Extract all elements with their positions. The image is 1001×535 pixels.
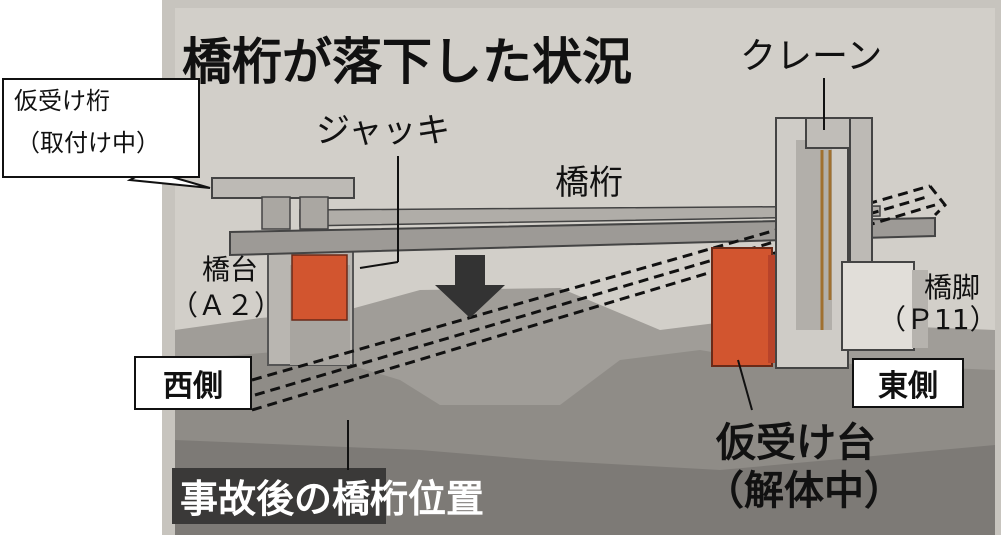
temp-support-label: 仮受け台 bbox=[716, 420, 876, 466]
girder-top-face bbox=[229, 216, 936, 257]
abutment-label: 橋台 bbox=[202, 253, 259, 286]
temp-girder bbox=[211, 177, 355, 199]
west-label: 西側 bbox=[163, 369, 223, 404]
pier-label: 橋脚 bbox=[924, 271, 981, 304]
temp-girder-post-1 bbox=[261, 196, 291, 230]
crane-opening bbox=[796, 140, 832, 330]
jack-leader-line-2 bbox=[359, 261, 399, 269]
crane-label: クレーン bbox=[740, 36, 883, 77]
after-accident-label: 事故後の橋桁位置 bbox=[180, 477, 485, 521]
abutment-id-label: （Ａ２） bbox=[170, 289, 283, 322]
temp-support-state-label: （解体中） bbox=[704, 468, 904, 514]
girder-label: 橋桁 bbox=[555, 163, 623, 203]
jack-block-orange bbox=[291, 254, 348, 321]
pier-id-label: （Ｐ11） bbox=[878, 303, 998, 336]
temp-support-block bbox=[711, 247, 773, 367]
callout-box: 仮受け桁 （取付け中） bbox=[2, 78, 200, 178]
callout-line-1: 仮受け桁 bbox=[14, 87, 110, 115]
pier-side bbox=[912, 270, 928, 348]
east-label: 東側 bbox=[878, 369, 938, 404]
temp-girder-post-2 bbox=[299, 196, 329, 230]
east-support-leader bbox=[737, 359, 753, 411]
west-label-box: 西側 bbox=[134, 356, 252, 410]
diagram-title: 橋桁が落下した状況 bbox=[182, 33, 632, 91]
callout-line-2: （取付け中） bbox=[16, 129, 160, 157]
bottom-title-bar bbox=[172, 468, 386, 524]
east-label-box: 東側 bbox=[852, 358, 964, 408]
jack-label: ジャッキ bbox=[316, 111, 451, 151]
down-arrow bbox=[435, 255, 505, 318]
